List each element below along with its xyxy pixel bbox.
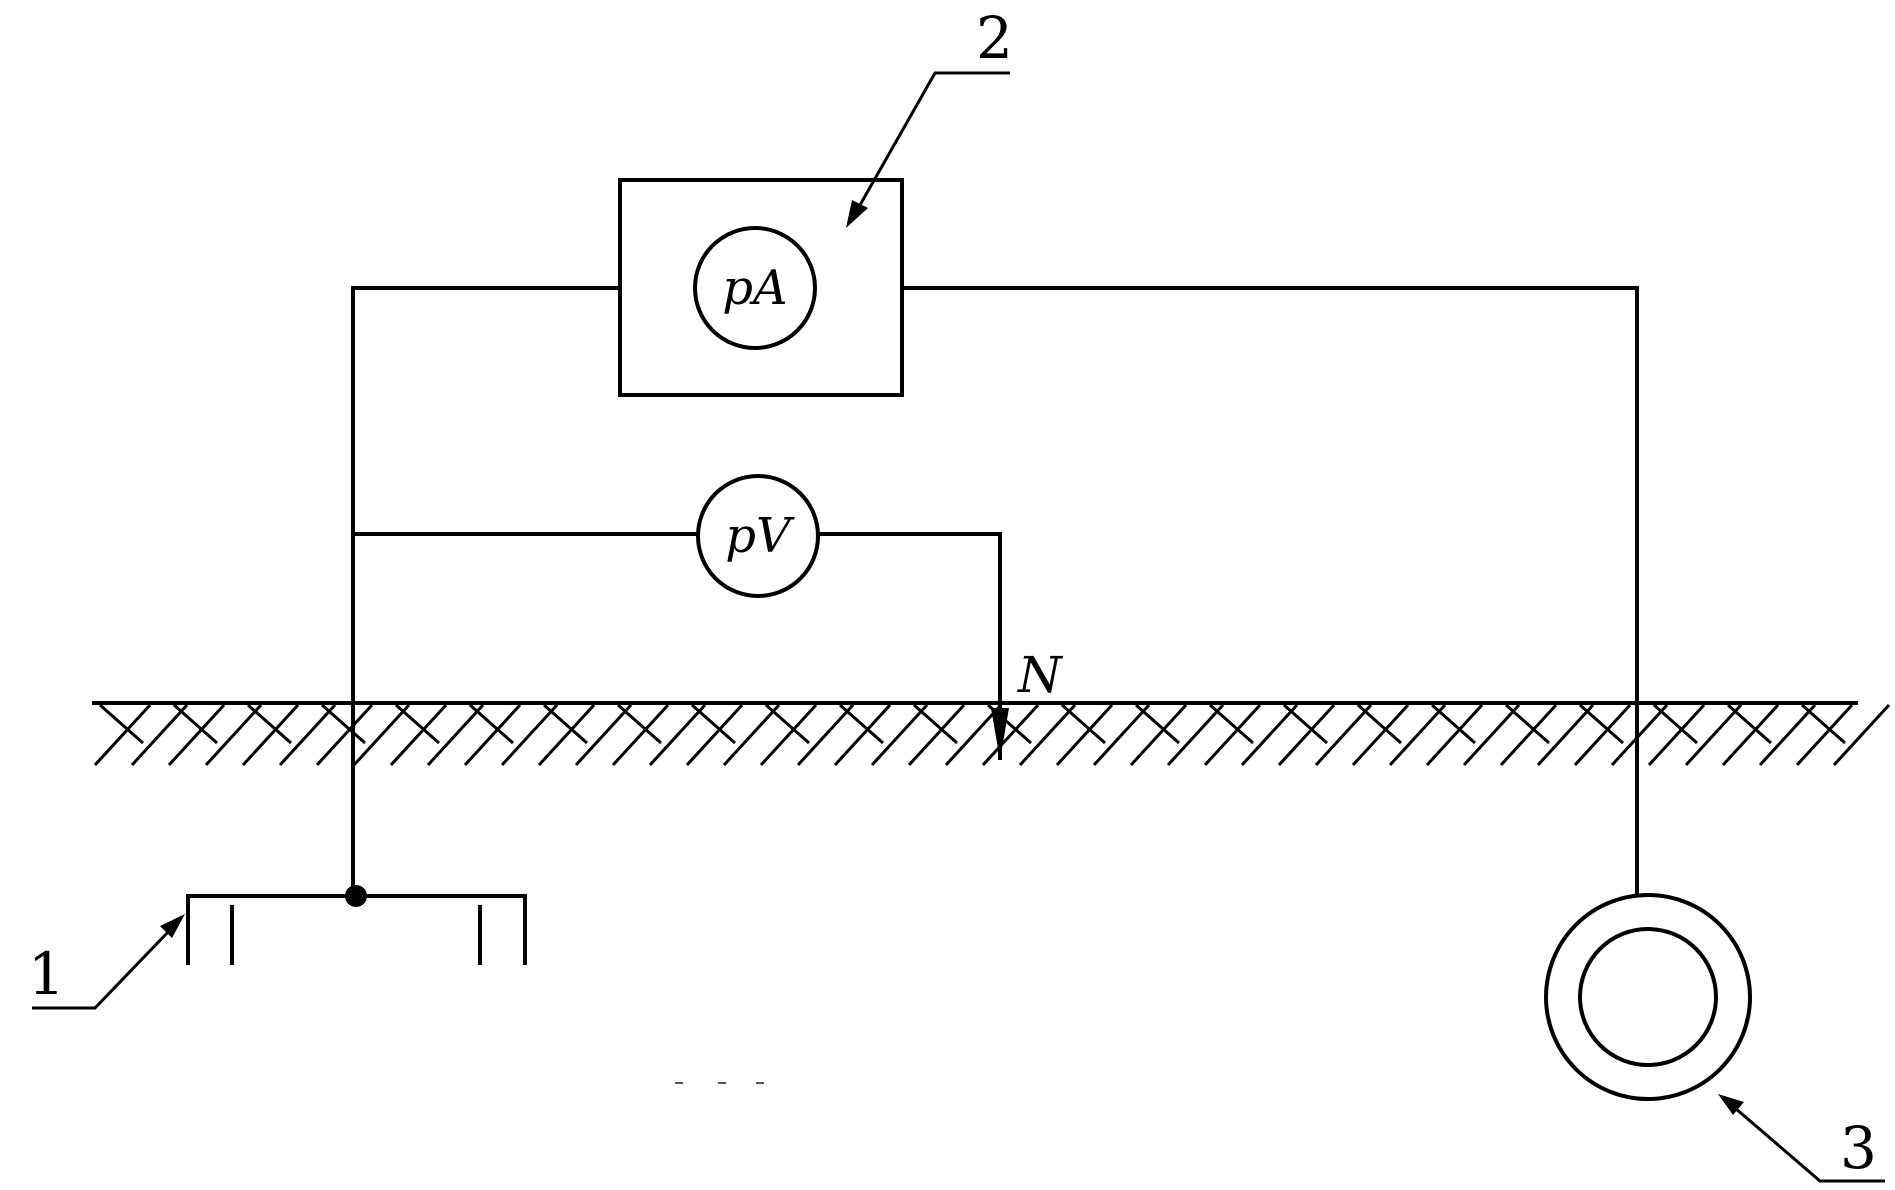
hatch-stroke: [500, 703, 559, 767]
hatch-stroke: [1388, 703, 1447, 767]
hatch-stroke: [691, 703, 736, 745]
hatch-stroke: [981, 703, 1040, 767]
hatch-stroke: [241, 703, 300, 767]
hatch-stroke: [944, 703, 1003, 767]
hatch-stroke: [1832, 703, 1891, 767]
hatch-stroke: [913, 703, 958, 745]
hatch-stroke: [617, 703, 662, 745]
hatch-stroke: [759, 703, 818, 767]
grounding-electrode: [186, 885, 527, 965]
hatch-stroke: [1129, 703, 1188, 767]
hatch-stroke: [1573, 703, 1632, 767]
ground-hatching: [93, 703, 1891, 767]
hatch-stroke: [574, 703, 633, 767]
hatch-stroke: [173, 703, 218, 745]
hatch-stroke: [1425, 703, 1484, 767]
hatch-stroke: [469, 703, 514, 745]
hatch-stroke: [1727, 703, 1772, 745]
hatch-stroke: [1431, 703, 1476, 745]
label-1: 1: [28, 940, 65, 1008]
hatch-stroke: [537, 703, 596, 767]
hatch-stroke: [1795, 703, 1854, 767]
hatch-stroke: [765, 703, 810, 745]
hatch-stroke: [426, 703, 485, 767]
hatch-stroke: [315, 703, 374, 767]
hatch-stroke: [1505, 703, 1550, 745]
hatch-stroke: [204, 703, 263, 767]
hatch-stroke: [907, 703, 966, 767]
hatch-stroke: [352, 703, 411, 767]
circuit-wires: [351, 286, 1639, 895]
hatch-stroke: [796, 703, 855, 767]
ground-surface: [92, 701, 1891, 767]
node-n-label: N: [1017, 646, 1064, 704]
hatch-stroke: [722, 703, 781, 767]
hatch-stroke: [167, 703, 226, 767]
hatch-stroke: [1647, 703, 1706, 767]
hatch-stroke: [1579, 703, 1624, 745]
hatch-stroke: [130, 703, 189, 767]
label-3: 3: [1840, 1114, 1877, 1182]
ammeter: pA: [693, 226, 817, 350]
hatch-stroke: [611, 703, 670, 767]
hatch-stroke: [1801, 703, 1846, 745]
hatch-stroke: [1135, 703, 1180, 745]
hatch-stroke: [1240, 703, 1299, 767]
hatch-stroke: [685, 703, 744, 767]
hatch-stroke: [247, 703, 292, 745]
hatch-stroke: [321, 703, 366, 745]
hatch-stroke: [278, 703, 337, 767]
leader-3: 3: [1718, 1094, 1885, 1183]
label-2: 2: [976, 4, 1013, 72]
hatch-stroke: [1092, 703, 1151, 767]
ring-electrode: [1544, 893, 1752, 1101]
hatch-stroke: [1203, 703, 1262, 767]
hatch-stroke: [1684, 703, 1743, 767]
hatch-stroke: [1721, 703, 1780, 767]
hatch-stroke: [463, 703, 522, 767]
hatch-stroke: [1357, 703, 1402, 745]
leader-1: 1: [28, 914, 185, 1010]
hatch-stroke: [1166, 703, 1225, 767]
hatch-stroke: [1283, 703, 1328, 745]
hatch-stroke: [1061, 703, 1106, 745]
hatch-stroke: [1499, 703, 1558, 767]
hatch-stroke: [1536, 703, 1595, 767]
hatch-stroke: [839, 703, 884, 745]
hatch-stroke: [648, 703, 707, 767]
ammeter-label: pA: [722, 260, 787, 316]
probe-n-arrow: [991, 703, 1009, 760]
hatch-stroke: [833, 703, 892, 767]
hatch-stroke: [1610, 703, 1669, 767]
hatch-stroke: [1462, 703, 1521, 767]
voltmeter: pV: [696, 474, 820, 598]
hatch-stroke: [99, 703, 144, 745]
hatch-stroke: [1277, 703, 1336, 767]
hatch-stroke: [93, 703, 152, 767]
hatch-stroke: [389, 703, 448, 767]
hatch-stroke: [1351, 703, 1410, 767]
hatch-stroke: [395, 703, 440, 745]
leader-2: 2: [846, 4, 1013, 228]
voltmeter-label: pV: [725, 508, 795, 564]
hatch-stroke: [1055, 703, 1114, 767]
hatch-stroke: [1314, 703, 1373, 767]
hatch-stroke: [1758, 703, 1817, 767]
hatch-stroke: [1653, 703, 1698, 745]
hatch-stroke: [543, 703, 588, 745]
hatch-stroke: [1209, 703, 1254, 745]
hatch-stroke: [870, 703, 929, 767]
hatch-stroke: [1018, 703, 1077, 767]
